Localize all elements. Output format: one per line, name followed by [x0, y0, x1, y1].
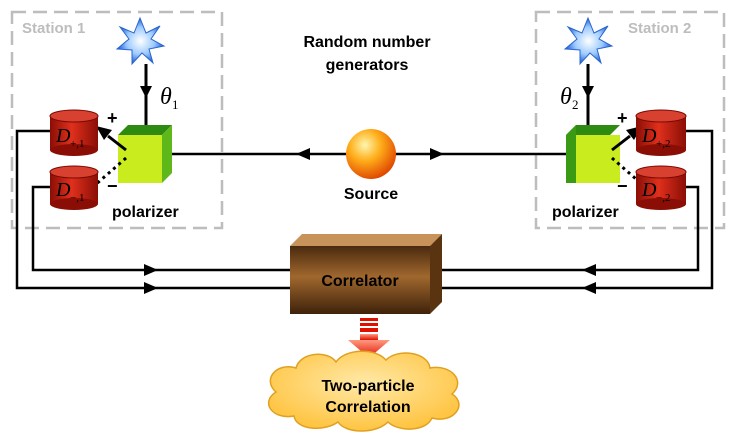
- wire-arrow-l1: [144, 264, 158, 276]
- minus-sign-right: −: [617, 176, 628, 196]
- wire-arrow-r2: [582, 282, 596, 294]
- detector-plus-2-main: D: [641, 125, 657, 147]
- rng-label-line1: Random number: [303, 34, 430, 51]
- output-label-line2: Correlation: [325, 399, 410, 416]
- polarizer-label-left: polarizer: [112, 204, 179, 221]
- wire-arrow-l2: [144, 282, 158, 294]
- source-label: Source: [344, 186, 398, 203]
- detector-plus-2-sub: +,2: [656, 138, 670, 150]
- theta-1-subscript: 1: [172, 97, 179, 112]
- polarizer-left: [118, 125, 172, 183]
- rng-label-line2: generators: [326, 57, 409, 74]
- detector-minus-1: [49, 165, 99, 210]
- output-arrow: [348, 318, 390, 358]
- wire-minus-1: [31, 185, 292, 272]
- correlator-label: Correlator: [321, 273, 398, 290]
- theta-2-symbol: θ: [560, 84, 572, 110]
- plus-path-left: [107, 134, 127, 152]
- plus-arrow-left: [96, 126, 112, 140]
- wire-arrow-r1: [582, 264, 596, 276]
- station-2-label: Station 2: [628, 20, 691, 37]
- theta-1-symbol: θ: [160, 84, 172, 110]
- polarizer-label-right: polarizer: [552, 204, 619, 221]
- beam-arrow-right: [430, 148, 444, 160]
- detector-minus-2-sub: −,2: [656, 192, 670, 204]
- station-1-box: [10, 10, 224, 230]
- plus-sign-right: +: [617, 108, 628, 128]
- detector-plus-2: [635, 109, 687, 156]
- detector-minus-1-sub: −,1: [70, 192, 84, 204]
- detector-minus-2-main: D: [641, 179, 657, 201]
- rng-star-icon-right: [563, 16, 614, 66]
- minus-sign-left: −: [107, 176, 118, 196]
- station-1-label: Station 1: [22, 20, 85, 37]
- detector-minus-2: [635, 165, 687, 210]
- rng-arrow-left: [140, 86, 152, 98]
- detector-plus-1: [49, 109, 99, 156]
- plus-sign-left: +: [107, 108, 118, 128]
- source-sphere: [346, 129, 396, 179]
- station-2-box: [534, 10, 726, 230]
- correlator-box: [290, 234, 442, 314]
- rng-arrow-right: [582, 86, 594, 98]
- minus-path-left: [93, 156, 127, 188]
- plus-path-right: [611, 134, 631, 152]
- detector-minus-1-main: D: [55, 179, 71, 201]
- detector-plus-1-main: D: [55, 125, 71, 147]
- wire-minus-2: [440, 185, 700, 272]
- theta-2-subscript: 2: [572, 97, 579, 112]
- detector-plus-1-sub: +,1: [70, 138, 84, 150]
- beam-arrow-left: [296, 148, 310, 160]
- output-label-line1: Two-particle: [321, 378, 414, 395]
- wire-plus-2: [440, 129, 714, 290]
- rng-star-icon-left: [115, 16, 166, 66]
- output-cloud: [268, 350, 460, 432]
- polarizer-right: [566, 125, 620, 183]
